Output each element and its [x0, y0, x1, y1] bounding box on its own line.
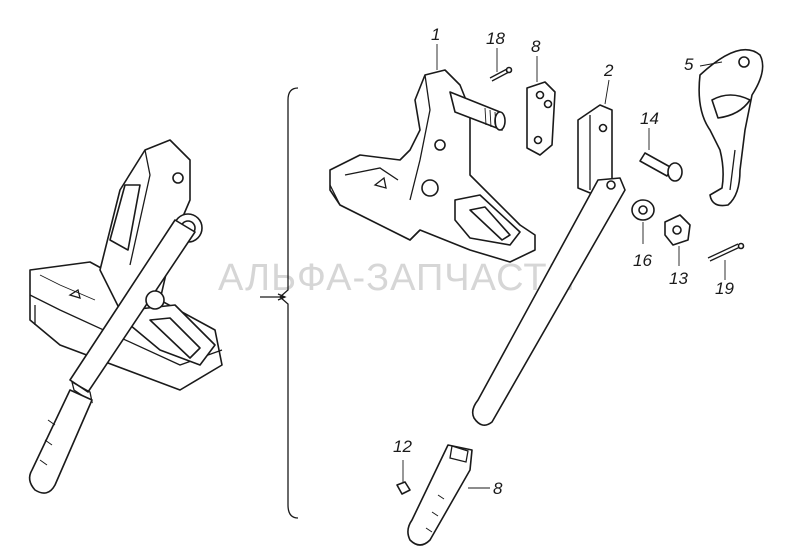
part-18-cotter-pin [489, 66, 513, 82]
part-8-handle-grip [407, 444, 473, 546]
leader-lines [402, 44, 726, 489]
part-14-clevis-pin [639, 152, 683, 182]
callout-19: 19 [715, 279, 734, 298]
callout-8-bottom: 8 [493, 479, 503, 498]
assembled-view [28, 139, 223, 494]
callout-14: 14 [640, 109, 659, 128]
callout-18: 18 [486, 29, 505, 48]
part-8-plate [526, 81, 556, 156]
part-5-hook [698, 48, 764, 207]
group-brace [279, 87, 299, 519]
callout-2: 2 [603, 61, 614, 80]
callout-5: 5 [684, 55, 694, 74]
callout-13: 13 [669, 269, 688, 288]
callout-8-top: 8 [531, 37, 541, 56]
part-1-bracket [329, 69, 536, 263]
part-19-cotter-pin [707, 242, 745, 262]
watermark-text: АЛЬФА-ЗАПЧАСТИ [218, 257, 576, 299]
part-13-castle-nut [664, 214, 691, 246]
callout-1: 1 [431, 25, 440, 44]
callout-12: 12 [393, 437, 412, 456]
part-12-screw [396, 481, 411, 495]
part-16-washer [631, 199, 655, 221]
part-2-link-bar [471, 104, 626, 426]
callout-16: 16 [633, 251, 652, 270]
